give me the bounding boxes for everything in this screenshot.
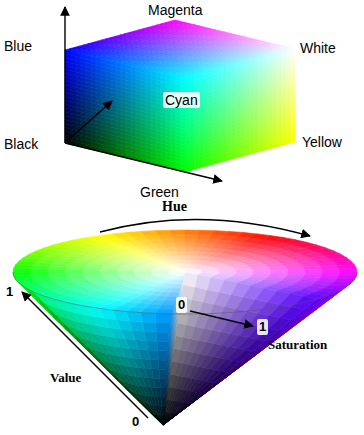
cone-side: [157, 341, 168, 351]
rgb-cube: [65, 20, 295, 172]
cube-patch: [194, 75, 199, 80]
cube-patch: [222, 68, 227, 73]
cone-side: [158, 360, 167, 370]
cube-patch: [199, 74, 204, 79]
cube-patch: [290, 49, 295, 54]
cube-patch: [245, 62, 250, 67]
cone-side: [156, 332, 168, 342]
cube-patch: [258, 58, 263, 63]
hsv-cone: [13, 230, 357, 425]
cube-patch: [240, 63, 245, 68]
cube-patch: [208, 72, 213, 77]
cube-patch: [268, 55, 273, 60]
cube-patch: [213, 70, 218, 75]
cube-patch: [190, 77, 195, 82]
cube-patch: [217, 69, 222, 74]
cone-side: [151, 413, 163, 425]
cube-patch: [185, 78, 190, 83]
cone-side: [158, 351, 168, 361]
cube-patch: [203, 73, 208, 78]
cube-patch: [235, 64, 240, 69]
cone-side: [163, 413, 178, 425]
cube-patch: [226, 67, 231, 72]
cube-patch: [281, 52, 286, 57]
cone-side: [156, 323, 170, 333]
cube-patch: [249, 60, 254, 65]
cube-patch: [286, 50, 291, 55]
cube-patch: [263, 57, 268, 62]
cone-side: [151, 413, 163, 425]
cone-side: [159, 369, 166, 379]
cone-side: [163, 413, 179, 425]
cube-patch: [277, 53, 282, 58]
cone-side: [140, 313, 155, 323]
cone-side: [142, 322, 156, 332]
cone-side: [160, 378, 166, 387]
cube-patch: [254, 59, 259, 64]
cone-side: [163, 413, 179, 425]
cube-patch: [272, 54, 277, 59]
cone-side: [155, 313, 170, 323]
cube-patch: [231, 65, 236, 70]
